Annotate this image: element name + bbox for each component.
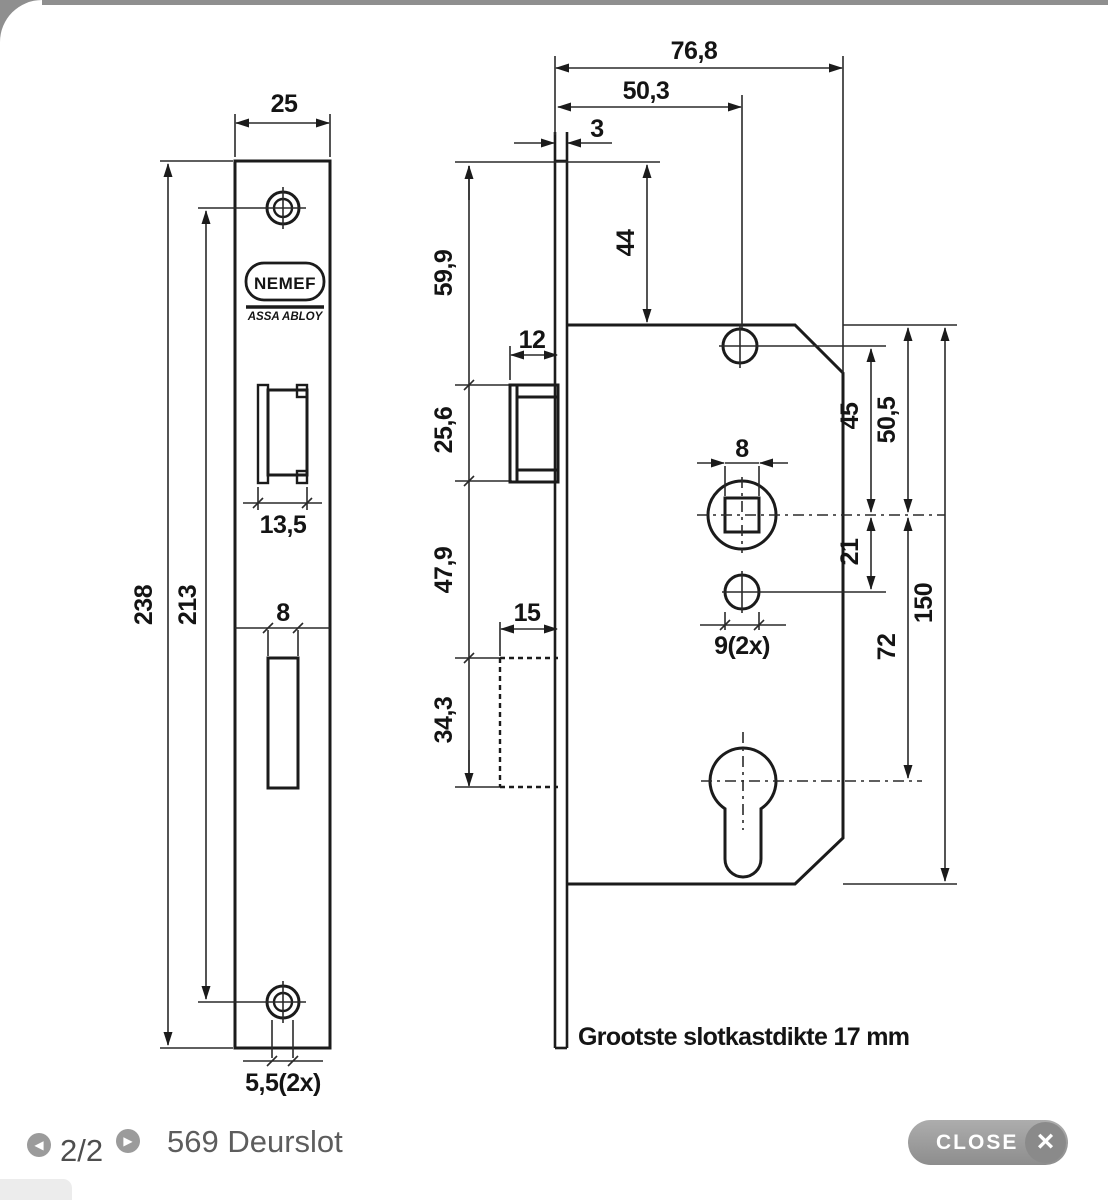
nemef-logo: NEMEF ASSA ABLOY bbox=[244, 261, 326, 323]
brand-name: NEMEF bbox=[254, 274, 316, 293]
page-corner-fragment bbox=[0, 1179, 72, 1200]
case-screw-hole bbox=[719, 324, 886, 368]
latch-bolt-side bbox=[508, 383, 560, 484]
dim-plate-height: 238 bbox=[130, 584, 158, 625]
dim-screw-hole-dia: 5,5(2x) bbox=[245, 1069, 321, 1097]
next-page-button[interactable]: ▶ bbox=[116, 1129, 140, 1153]
deadbolt-thrown-dashed bbox=[498, 656, 558, 789]
prev-page-button[interactable]: ◀ bbox=[27, 1133, 51, 1157]
dim-top-to-latch: 59,9 bbox=[430, 250, 458, 297]
dim-screw-to-follower: 45 bbox=[836, 402, 864, 429]
dim-plate-width: 25 bbox=[271, 90, 298, 118]
dim-cylinder-backset: 50,3 bbox=[623, 77, 670, 105]
modal-rounded-corner bbox=[0, 0, 42, 42]
technical-drawing: NEMEF ASSA ABLOY 13,5 bbox=[130, 37, 957, 1097]
dim-latch-depth: 12 bbox=[519, 326, 546, 354]
dim-hole-dia: 9(2x) bbox=[714, 632, 770, 660]
close-button[interactable]: CLOSE × bbox=[908, 1120, 1068, 1165]
dim-latch-to-bolt: 47,9 bbox=[430, 547, 458, 594]
dim-spindle-square: 8 bbox=[735, 435, 749, 463]
next-arrow-icon: ▶ bbox=[123, 1134, 133, 1148]
dim-top-to-case: 44 bbox=[612, 229, 640, 256]
modal-top-border bbox=[0, 0, 1108, 5]
bolt-slot bbox=[266, 656, 300, 790]
page-indicator: 2/2 bbox=[60, 1133, 104, 1168]
close-icon: × bbox=[1025, 1122, 1066, 1163]
side-view: 76,8 50,3 3 44 59,9 25,6 bbox=[430, 37, 957, 1050]
dim-bolt-height: 34,3 bbox=[430, 697, 458, 744]
close-button-label: CLOSE bbox=[936, 1131, 1019, 1154]
euro-cylinder-hole bbox=[701, 732, 922, 879]
fixing-hole bbox=[722, 571, 886, 613]
document-title: 569 Deurslot bbox=[167, 1124, 343, 1159]
brand-subtitle: ASSA ABLOY bbox=[247, 311, 324, 323]
dim-case-height: 150 bbox=[910, 583, 938, 623]
drawing-note: Grootste slotkastdikte 17 mm bbox=[578, 1023, 910, 1051]
dim-bolt-depth: 15 bbox=[514, 599, 541, 627]
prev-arrow-icon: ◀ bbox=[34, 1138, 44, 1152]
spindle-follower bbox=[697, 477, 945, 553]
dim-follower-to-hole: 21 bbox=[836, 538, 864, 565]
dim-case-top-to-follower: 50,5 bbox=[873, 396, 901, 443]
front-view: NEMEF ASSA ABLOY 13,5 bbox=[130, 90, 332, 1097]
dim-latch-cutout-width: 13,5 bbox=[260, 511, 307, 539]
screw-hole-bottom bbox=[198, 981, 306, 1023]
dim-case-depth-total: 76,8 bbox=[671, 37, 718, 65]
screw-hole-top bbox=[198, 187, 306, 229]
dim-follower-to-cylinder: 72 bbox=[873, 634, 901, 661]
dim-screw-distance: 213 bbox=[174, 585, 202, 625]
dim-latch-height: 25,6 bbox=[430, 407, 458, 454]
latch-cutout bbox=[256, 383, 309, 485]
faceplate-outline bbox=[233, 159, 332, 1050]
dim-plate-thickness: 3 bbox=[590, 115, 603, 143]
lock-case-outline bbox=[567, 323, 845, 886]
dim-bolt-slot-width: 8 bbox=[276, 599, 290, 627]
